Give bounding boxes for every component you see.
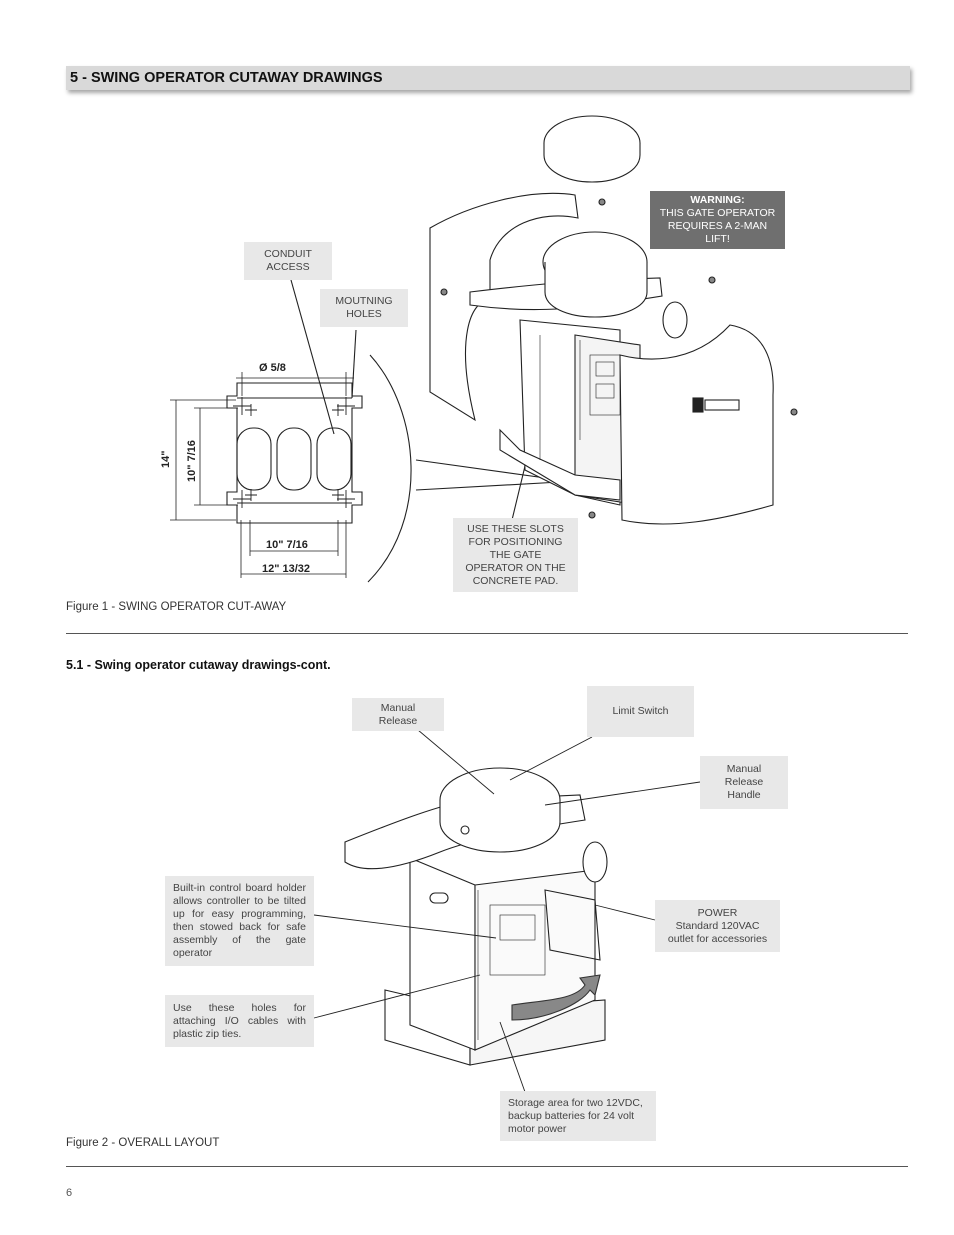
subsection-title: 5.1 - Swing operator cutaway drawings-co… (66, 658, 331, 672)
callout-line: POWER (697, 906, 738, 919)
callout-line: outlet for accessories (667, 932, 768, 945)
callout-limit-switch: Limit Switch (587, 686, 694, 737)
figure2-caption: Figure 2 - OVERALL LAYOUT (66, 1137, 220, 1149)
callout-line: Manual (726, 763, 762, 775)
callout-line: Release (378, 714, 418, 727)
warning-line: REQUIRES A 2-MAN (667, 220, 768, 232)
section-title: 5 - SWING OPERATOR CUTAWAY DRAWINGS (66, 66, 910, 90)
dim-height-inner: 10" 7/16 (186, 440, 198, 482)
divider (66, 1166, 908, 1167)
conduit-slot-2 (276, 427, 312, 491)
callout-line: USE THESE SLOTS (467, 522, 564, 535)
callout-line: Standard 120VAC (675, 919, 760, 932)
dim-diameter: Ø 5/8 (259, 362, 286, 374)
callout-line: Manual (380, 701, 416, 714)
callout-line: HOLES (346, 308, 382, 320)
callout-line: THE GATE (489, 548, 542, 561)
callout-manual-release-handle: Manual Release Handle (700, 756, 788, 809)
callout-line: OPERATOR ON THE (465, 561, 566, 574)
dim-width-outer: 12" 13/32 (262, 563, 310, 575)
callout-line: FOR POSITIONING (468, 535, 563, 548)
dim-width-inner: 10" 7/16 (266, 539, 308, 551)
callout-line: Release (724, 776, 764, 788)
dim-height-outer: 14" (160, 451, 172, 468)
conduit-slot-1 (236, 427, 272, 491)
warning-box: WARNING: THIS GATE OPERATOR REQUIRES A 2… (650, 191, 785, 249)
conduit-slot-3 (316, 427, 352, 491)
callout-mounting-holes: MOUTNING HOLES (320, 289, 408, 327)
base-plate-outline (226, 382, 363, 524)
figure1-caption: Figure 1 - SWING OPERATOR CUT-AWAY (66, 601, 287, 613)
callout-positioning-slots: USE THESE SLOTS FOR POSITIONING THE GATE… (453, 518, 578, 592)
callout-line: CONDUIT (264, 248, 312, 260)
callout-line: CONCRETE PAD. (472, 574, 559, 587)
page-number: 6 (66, 1187, 73, 1199)
callout-battery-storage: Storage area for two 12VDC, backup batte… (500, 1091, 656, 1141)
warning-line: THIS GATE OPERATOR (659, 207, 776, 219)
callout-line: MOUTNING (335, 295, 393, 307)
warning-title: WARNING: (690, 194, 745, 206)
warning-line: LIFT! (705, 233, 730, 245)
callout-line: ACCESS (266, 261, 310, 273)
callout-power: POWER Standard 120VAC outlet for accesso… (655, 900, 780, 952)
operator-exploded-view (429, 115, 798, 525)
divider (66, 633, 908, 634)
callout-conduit-access: CONDUIT ACCESS (244, 242, 332, 280)
callout-io-holes: Use these holes for attaching I/O cables… (165, 995, 314, 1047)
callout-line: Handle (727, 789, 761, 801)
callout-control-board: Built-in control board holder allows con… (165, 876, 314, 966)
callout-manual-release: Manual Release (352, 698, 444, 731)
